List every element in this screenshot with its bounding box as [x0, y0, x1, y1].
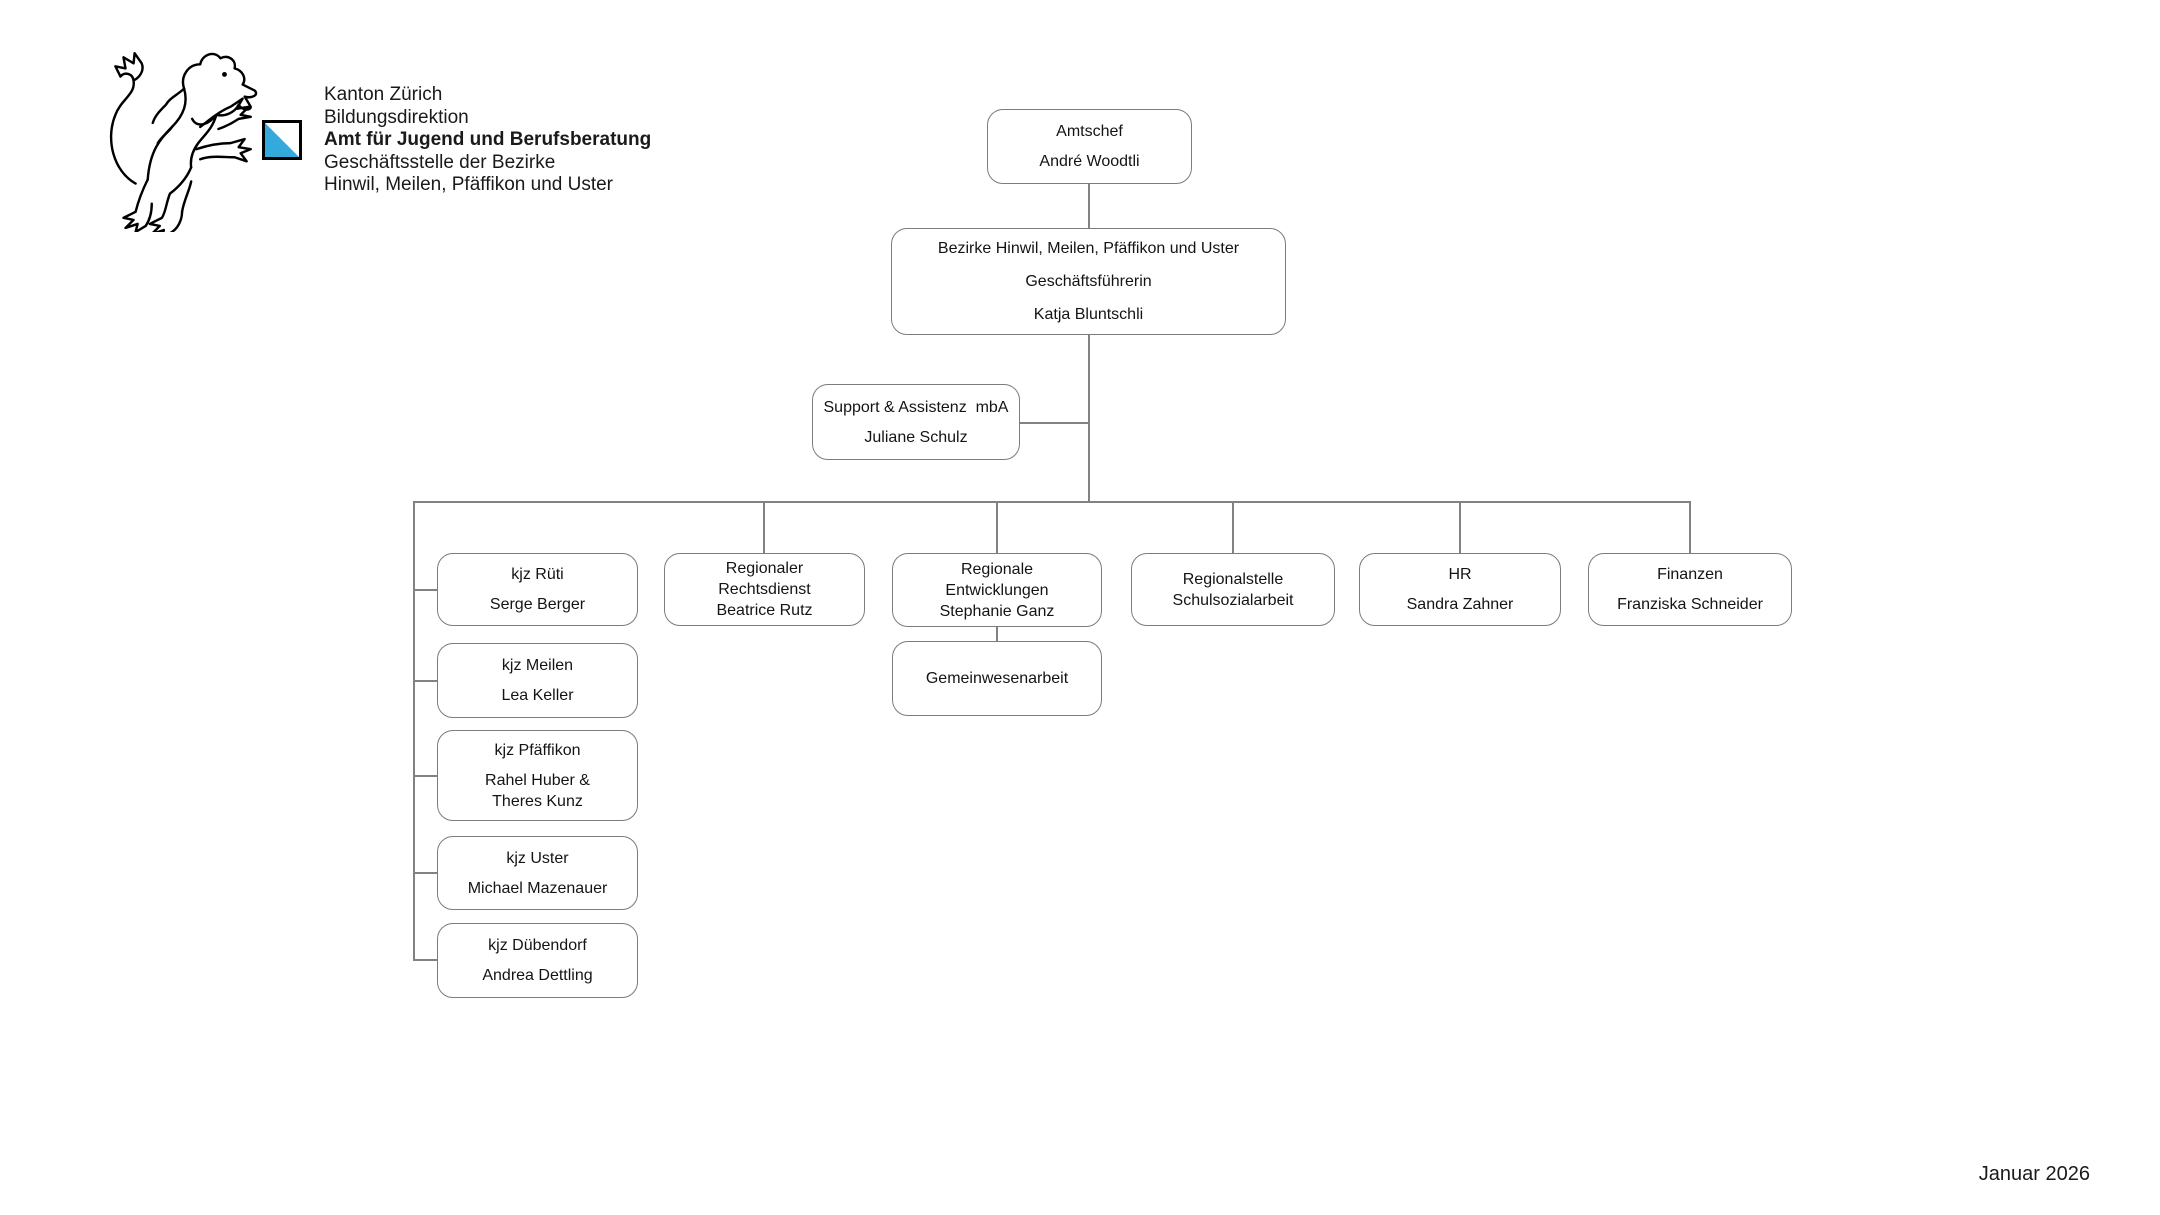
node-person: Serge Berger [489, 596, 586, 613]
connector-support-branch [1020, 422, 1089, 424]
zurich-lion-logo [92, 30, 260, 240]
node-title: Bezirke Hinwil, Meilen, Pfäffikon und Us… [937, 240, 1240, 257]
node-title: Regionaler [725, 560, 804, 577]
node-person: Sandra Zahner [1406, 596, 1514, 613]
node-title: kjz Meilen [501, 657, 574, 674]
header-amt: Amt für Jugend und Berufsberatung [324, 129, 652, 150]
connector-drop-rechtsdienst [763, 501, 765, 553]
node-title: kjz Rüti [511, 566, 564, 583]
org-node-kjz-duebendorf: kjz Dübendorf Andrea Dettling [437, 923, 638, 998]
connector-drop-schulsozialarbeit [1232, 501, 1234, 553]
org-node-support-assistenz: Support & Assistenz mbA Juliane Schulz [812, 384, 1020, 460]
connector-stub-meilen [413, 680, 437, 682]
node-title: Regionalstelle [1182, 570, 1284, 588]
node-title: Gemeinwesenarbeit [925, 670, 1069, 687]
org-node-entwicklungen: Regionale Entwicklungen Stephanie Ganz [892, 553, 1102, 627]
connector-drop-hr [1459, 501, 1461, 553]
node-person: Rahel Huber & [485, 771, 590, 789]
header-direktion: Bildungsdirektion [324, 106, 469, 128]
connector-left-branch-vertical [413, 501, 415, 960]
connector-stub-rueti [413, 589, 437, 591]
node-person: Beatrice Rutz [716, 602, 813, 619]
header-geschaeftsstelle: Geschäftsstelle der Bezirke [324, 151, 556, 173]
node-person: Stephanie Ganz [939, 602, 1055, 620]
connector-drop-entwicklungen [996, 501, 998, 553]
node-person-2: Theres Kunz [492, 792, 583, 810]
node-person: Katja Bluntschli [1033, 306, 1144, 323]
org-node-amtschef: Amtschef André Woodtli [987, 109, 1192, 184]
connector-stub-pfaeffikon [413, 775, 437, 777]
node-person: Michael Mazenauer [467, 879, 608, 897]
node-title: kjz Pfäffikon [494, 741, 581, 759]
connector-stub-uster [413, 872, 437, 874]
org-node-kjz-rueti: kjz Rüti Serge Berger [437, 553, 638, 626]
node-person: Andrea Dettling [482, 967, 593, 984]
connector-stub-duebendorf [413, 959, 437, 961]
node-title: Amtschef [1056, 123, 1123, 140]
node-title: kjz Uster [506, 849, 569, 867]
node-person: Franziska Schneider [1617, 596, 1763, 613]
node-person: Lea Keller [501, 687, 574, 704]
node-person: André Woodtli [1039, 153, 1140, 170]
header-canton: Kanton Zürich [324, 84, 443, 105]
connector-entwicklungen-gemeinwesen [996, 627, 998, 641]
org-node-finanzen: Finanzen Franziska Schneider [1588, 553, 1792, 626]
node-title-2: Entwicklungen [945, 581, 1049, 599]
node-title: Regionale [960, 560, 1034, 578]
org-node-kjz-pfaeffikon: kjz Pfäffikon Rahel Huber & Theres Kunz [437, 730, 638, 821]
node-title-2: Rechtsdienst [718, 581, 811, 598]
zurich-shield-icon [262, 120, 302, 160]
connector-bezirke-main [1088, 333, 1090, 503]
node-title: Finanzen [1657, 566, 1723, 583]
org-node-kjz-uster: kjz Uster Michael Mazenauer [437, 836, 638, 910]
org-node-kjz-meilen: kjz Meilen Lea Keller [437, 643, 638, 718]
node-title: Support & Assistenz mbA [823, 398, 1009, 416]
org-node-hr: HR Sandra Zahner [1359, 553, 1561, 626]
connector-drop-finanzen [1689, 501, 1691, 553]
org-node-bezirke: Bezirke Hinwil, Meilen, Pfäffikon und Us… [891, 228, 1286, 335]
node-title-2: Schulsozialarbeit [1172, 591, 1294, 609]
zurich-lion-icon [109, 52, 258, 240]
connector-amtschef-bezirke [1088, 184, 1090, 229]
node-title: HR [1448, 566, 1472, 583]
org-node-rechtsdienst: Regionaler Rechtsdienst Beatrice Rutz [664, 553, 865, 626]
org-node-gemeinwesenarbeit: Gemeinwesenarbeit [892, 641, 1102, 716]
header-bezirke: Hinwil, Meilen, Pfäffikon und Uster [324, 174, 613, 195]
node-person: Juliane Schulz [864, 428, 968, 446]
header-text-block: Kanton Zürich Bildungsdirektion Amt für … [324, 84, 651, 197]
org-node-schulsozialarbeit: Regionalstelle Schulsozialarbeit [1131, 553, 1335, 626]
footer-date: Januar 2026 [1978, 1163, 2090, 1185]
node-title: kjz Dübendorf [488, 937, 587, 954]
node-role: Geschäftsführerin [1025, 273, 1152, 290]
connector-main-horizontal [413, 501, 1691, 503]
